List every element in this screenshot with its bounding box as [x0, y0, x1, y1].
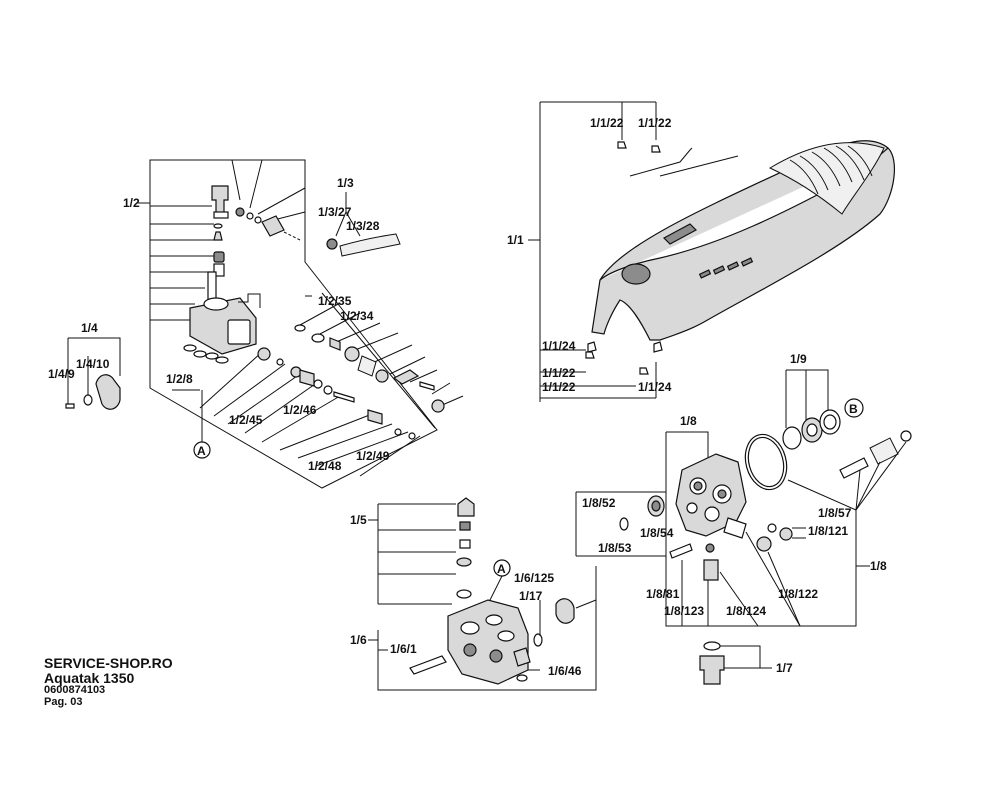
group-1-2-leaders: [150, 159, 464, 477]
label-1-4-10: 1/4/10: [76, 357, 110, 371]
group-1-5-bracket: [377, 503, 456, 605]
label-1-6-1: 1/6/1: [390, 642, 417, 656]
label-1-8-81: 1/8/81: [646, 587, 680, 601]
label-1-3: 1/3: [337, 176, 354, 190]
hose-clamp: [326, 238, 338, 250]
page-number: Pag. 03: [44, 695, 83, 708]
group-1-4: 1/4 1/4/10 1/4/9: [48, 321, 121, 410]
label-1-8-top: 1/8: [680, 414, 697, 428]
label-circle-a-2: A: [497, 562, 506, 576]
side-vents: [698, 257, 754, 279]
label-1-7: 1/7: [776, 661, 793, 675]
label-1-1-22-d: 1/1/22: [542, 380, 576, 394]
label-1-2-34: 1/2/34: [340, 309, 374, 323]
label-1-8-52: 1/8/52: [582, 496, 616, 510]
label-1-1-22-a: 1/1/22: [590, 116, 624, 130]
label-1-9: 1/9: [790, 352, 807, 366]
group-1-3-callout: 1/3 1/3/27 1/3/28: [318, 176, 380, 237]
label-circle-a: A: [197, 444, 206, 458]
part-number: 0600874103: [44, 684, 106, 697]
reference-circle-b: [844, 398, 864, 418]
group-1-9-bracket: [785, 369, 829, 428]
long-screw: [409, 655, 447, 675]
group-1-1-frame: [539, 101, 656, 402]
label-1-3-28: 1/3/28: [346, 219, 380, 233]
group-1-9: 1/9 B: [782, 352, 864, 450]
group-1-6-frame: [377, 600, 597, 691]
vent-grille: [768, 142, 885, 215]
label-1-2-46: 1/2/46: [283, 403, 317, 417]
label-1-1-24-b: 1/1/24: [638, 380, 672, 394]
label-1-8-124: 1/8/124: [726, 604, 766, 618]
group-1-6: 1/6 1/6/1 A 1/6/125 1/17 1/6/46: [350, 559, 597, 691]
label-1-2-8: 1/2/8: [166, 372, 193, 386]
group-1-8-frame: [665, 431, 870, 627]
label-1-5: 1/5: [350, 513, 367, 527]
label-circle-b: B: [849, 402, 858, 416]
label-1-1-24-a: 1/1/24: [542, 339, 576, 353]
label-1-8-121: 1/8/121: [808, 524, 848, 538]
label-1-2-45: 1/2/45: [229, 413, 263, 427]
bolt: [207, 271, 217, 301]
label-1-17: 1/17: [519, 589, 543, 603]
label-1-2-48: 1/2/48: [308, 459, 342, 473]
o-ring: [235, 207, 245, 217]
group-1-7: 1/7: [699, 641, 793, 685]
label-1-4-9: 1/4/9: [48, 367, 75, 381]
hose-nozzle: [261, 215, 285, 237]
outlet-fitting: [699, 655, 725, 685]
group-1-5: 1/5: [350, 497, 475, 605]
label-1-8-123: 1/8/123: [664, 604, 704, 618]
group-1-2-frame: [149, 159, 438, 489]
shop-name: SERVICE-SHOP.RO: [44, 655, 173, 671]
label-1-1-22-b: 1/1/22: [638, 116, 672, 130]
vent-slots: [789, 145, 873, 195]
label-1-2-49: 1/2/49: [356, 449, 390, 463]
knob: [95, 374, 121, 410]
seal-1-6-125: [555, 598, 575, 624]
group-1-4-bracket: [67, 337, 121, 406]
seal-ring: [782, 426, 802, 450]
label-1-8-right: 1/8: [870, 559, 887, 573]
label-1-6-46: 1/6/46: [548, 664, 582, 678]
group-1-2-parts: [183, 185, 445, 440]
label-1-6-125: 1/6/125: [514, 571, 554, 585]
label-1-6: 1/6: [350, 633, 367, 647]
label-1-1: 1/1: [507, 233, 524, 247]
label-1-2-35: 1/2/35: [318, 294, 352, 308]
label-1-8-122: 1/8/122: [778, 587, 818, 601]
label-1-8-57: 1/8/57: [818, 506, 852, 520]
pump-block: [447, 599, 529, 685]
reference-circle-a: [193, 441, 211, 459]
label-1-8-54: 1/8/54: [640, 526, 674, 540]
spring: [357, 355, 377, 377]
handle-opening: [621, 263, 651, 285]
angle-connector: [211, 185, 229, 215]
group-1-1: 1/1 1/1/22 1/1/22: [507, 101, 895, 402]
group-1-8: 1/8 1/8 1/8/52 1/8/54 1/8/53 1/8/57: [575, 414, 912, 627]
hose: [339, 233, 401, 257]
model-name: Aquatak 1350: [44, 669, 135, 686]
label-1-3-27: 1/3/27: [318, 205, 352, 219]
label-1-4: 1/4: [81, 321, 98, 335]
screw: [669, 543, 693, 559]
group-1-2: 1/2: [123, 159, 464, 489]
label-1-8-53: 1/8/53: [598, 541, 632, 555]
piston-spring: [869, 437, 899, 465]
label-1-2: 1/2: [123, 196, 140, 210]
o-ring-1-7: [703, 641, 721, 651]
document-footer: SERVICE-SHOP.RO Aquatak 1350 0600874103 …: [44, 656, 173, 708]
label-1-1-22-c: 1/1/22: [542, 366, 576, 380]
valve-cap: [457, 497, 475, 517]
piston-rod: [839, 457, 869, 479]
